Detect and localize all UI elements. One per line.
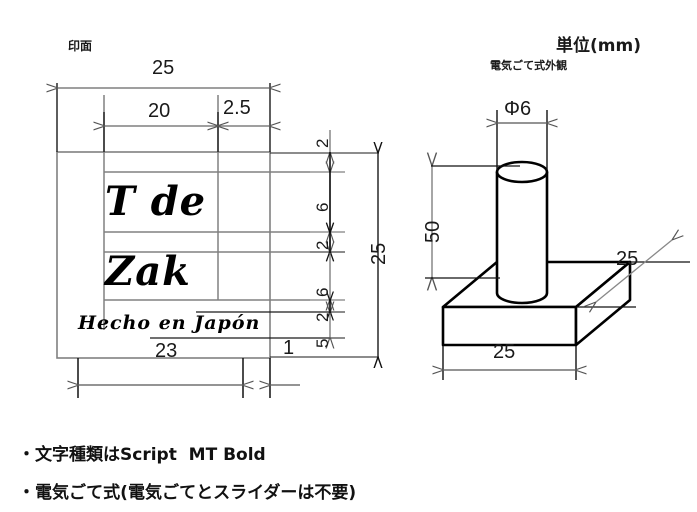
stamp-face-guidelines-dark (150, 311, 330, 339)
dim-depth-25 (577, 240, 690, 307)
stamp-face-outline (56, 151, 271, 359)
dim-right-overall (270, 153, 379, 357)
unit-label: 単位(mm) (556, 36, 641, 56)
dim-label-right-overall: 25 (368, 242, 390, 265)
dim-diameter (497, 110, 547, 170)
dim-height-50 (425, 166, 520, 278)
dim-label-bottom-main: 23 (155, 340, 178, 362)
dim-label-stack-5: 2 (313, 312, 332, 322)
dim-label-stack-1: 2 (313, 138, 332, 148)
right-view-title: 電気ごて式外観 (490, 59, 568, 72)
post-cylinder (495, 160, 549, 305)
stamp-text-line-3: Hecho en Japón (78, 312, 261, 334)
dim-label-bottom-right: 1 (283, 337, 295, 359)
dim-top-overall (57, 83, 270, 152)
dim-top-inner (104, 112, 269, 152)
dim-label-top-right: 2.5 (223, 97, 251, 119)
dim-label-height: 50 (422, 220, 444, 243)
dim-label-diameter: Φ6 (504, 98, 532, 120)
dim-label-stack-2: 6 (313, 202, 332, 212)
dim-label-depth: 25 (616, 248, 639, 270)
dim-label-top-inner: 20 (148, 100, 171, 122)
left-view-label: 印面 (68, 39, 93, 53)
stamp-text-line-2: Zak (105, 248, 191, 295)
dim-label-stack-3: 2 (313, 240, 332, 250)
note-line-1: ・文字種類はScript MT Bold (18, 445, 266, 465)
dim-right-stack (310, 130, 345, 338)
dim-label-stack-6: 5 (313, 338, 332, 348)
note-line-2: ・電気ごて式(電気ごてとスライダーは不要) (18, 483, 357, 503)
dim-label-width: 25 (493, 341, 516, 363)
dim-label-top-overall: 25 (152, 57, 175, 79)
dim-width-25 (443, 346, 576, 380)
dim-bottom (78, 358, 300, 398)
stamp-text-line-1: T de (105, 178, 207, 225)
dim-label-stack-4: 6 (313, 287, 332, 297)
